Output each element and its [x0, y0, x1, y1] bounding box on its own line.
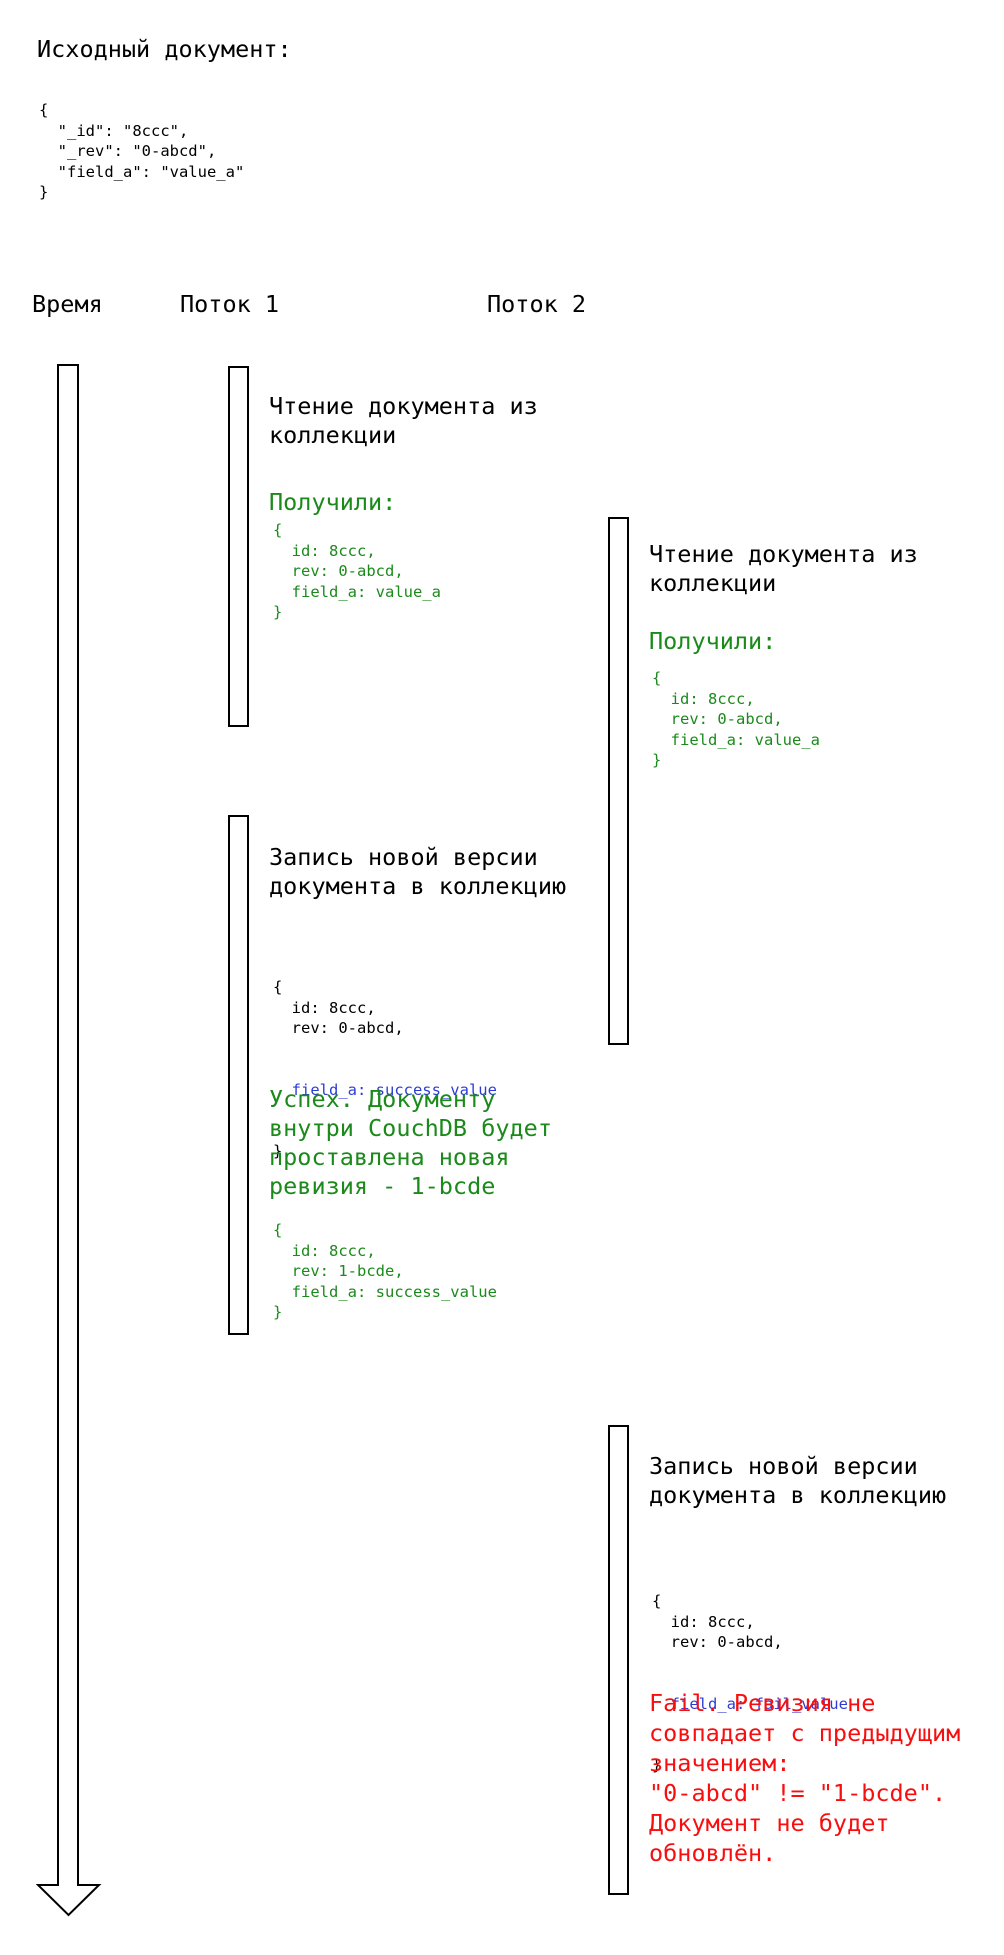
thread2-column-label: Поток 2 [487, 290, 587, 318]
thread1-write-success-text: Успех. Документу внутри CouchDB будет пр… [269, 1085, 552, 1200]
thread1-activation-bar-write [228, 815, 249, 1335]
thread2-write-json-close: } [652, 1756, 662, 1774]
thread1-write-json: { id: 8ccc, rev: 0-abcd, field_a: succes… [273, 936, 497, 1203]
thread1-read-result-label: Получили: [269, 488, 397, 516]
thread2-read-action-text: Чтение документа из коллекции [649, 540, 918, 597]
thread2-read-result-json: { id: 8ccc, rev: 0-abcd, field_a: value_… [652, 669, 820, 769]
down-arrow-icon [36, 364, 102, 1917]
thread1-write-json-head: { id: 8ccc, rev: 0-abcd, [273, 978, 404, 1037]
thread2-write-action-text: Запись новой версии документа в коллекци… [649, 1452, 947, 1509]
thread1-column-label: Поток 1 [180, 290, 280, 318]
thread2-activation-bar-write [608, 1425, 629, 1895]
thread1-write-action-text: Запись новой версии документа в коллекци… [269, 843, 567, 900]
time-column-label: Время [32, 290, 103, 318]
thread2-activation-bar-read [608, 517, 629, 1045]
thread2-write-json: { id: 8ccc, rev: 0-abcd, field_a: fail_v… [652, 1550, 848, 1817]
initial-document-json: { "_id": "8ccc", "_rev": "0-abcd", "fiel… [39, 101, 245, 201]
thread2-write-json-head: { id: 8ccc, rev: 0-abcd, [652, 1592, 783, 1651]
diagram-title: Исходный документ: [37, 35, 292, 63]
thread1-write-json-field: field_a: success_value [273, 1080, 497, 1099]
thread1-write-json-close: } [273, 1142, 283, 1160]
thread2-write-fail-text: Fail. Ревизия не совпадает с предыдущим … [649, 1689, 961, 1867]
thread2-read-result-label: Получили: [649, 627, 777, 655]
thread1-read-action-text: Чтение документа из коллекции [269, 392, 538, 449]
thread2-write-json-field: field_a: fail_value [652, 1694, 848, 1713]
thread1-write-success-json: { id: 8ccc, rev: 1-bcde, field_a: succes… [273, 1221, 497, 1321]
thread1-read-result-json: { id: 8ccc, rev: 0-abcd, field_a: value_… [273, 521, 441, 621]
thread1-activation-bar-read [228, 366, 249, 727]
